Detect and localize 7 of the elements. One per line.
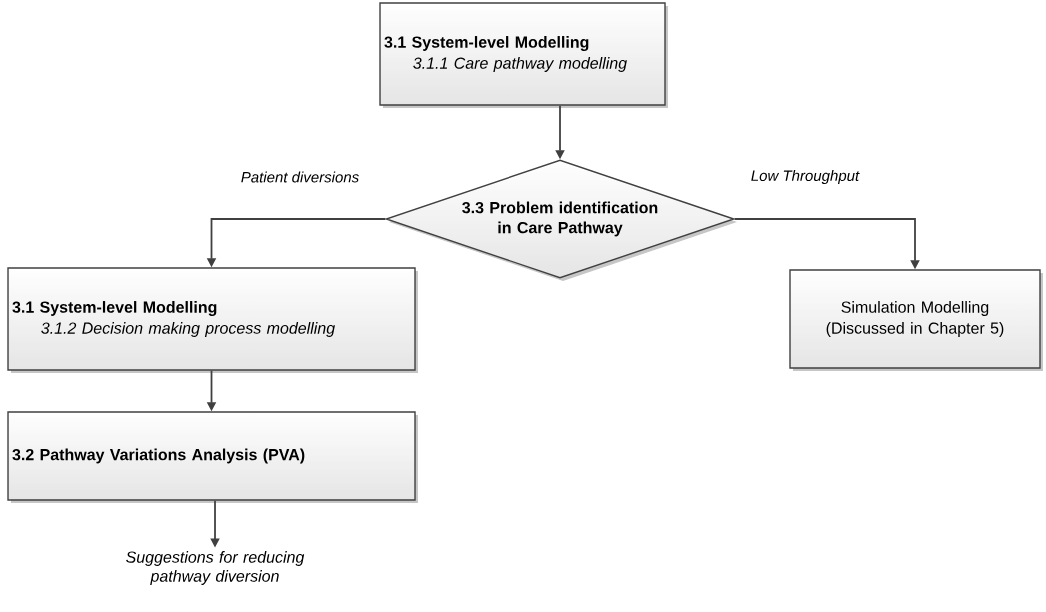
process-box: 3.1 System-level Modelling 3.1.1 Care pathway modelling xyxy=(379,2,668,108)
result-text: Suggestions for reducing pathway diversion xyxy=(126,551,305,585)
process-box: 3.2 Pathway Variations Analysis (PVA) xyxy=(7,411,418,503)
edge-label: Low Throughput xyxy=(749,169,861,185)
process-box: 3.1 System-level Modelling 3.1.2 Decision making process modelling xyxy=(7,267,418,373)
edge-label: Patient diversions xyxy=(239,170,361,184)
process-box: Simulation Modelling (Discussed in Chapter 5) xyxy=(789,269,1043,371)
